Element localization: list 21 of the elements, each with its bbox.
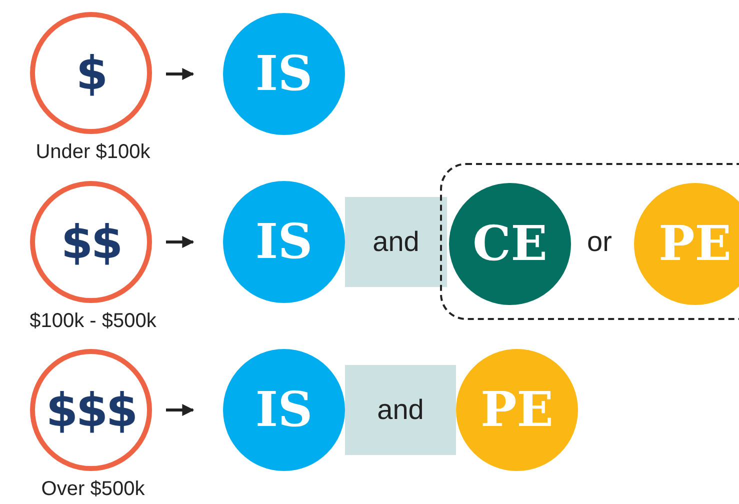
node-label: IS	[255, 50, 313, 98]
dashed-group-box	[440, 163, 739, 320]
range-caption: Over $500k	[41, 479, 145, 499]
node-label: and	[372, 228, 420, 256]
band	[345, 197, 447, 287]
arrow	[166, 68, 194, 80]
node-label: $$$	[46, 387, 136, 433]
node-label: PE	[480, 386, 554, 434]
range-caption: Under $100k	[36, 142, 150, 162]
arrow	[166, 404, 194, 416]
arrow	[166, 236, 194, 248]
range-caption: $100k - $500k	[30, 311, 156, 331]
node-label: PE	[658, 220, 732, 268]
node-label: $	[76, 50, 106, 96]
node-label: CE	[472, 220, 548, 268]
node-label: $$	[60, 219, 121, 265]
node-label: IS	[255, 218, 313, 266]
node-label: and	[377, 396, 424, 424]
band	[345, 365, 456, 455]
or-label: or	[587, 228, 612, 256]
node-label: IS	[255, 386, 313, 434]
